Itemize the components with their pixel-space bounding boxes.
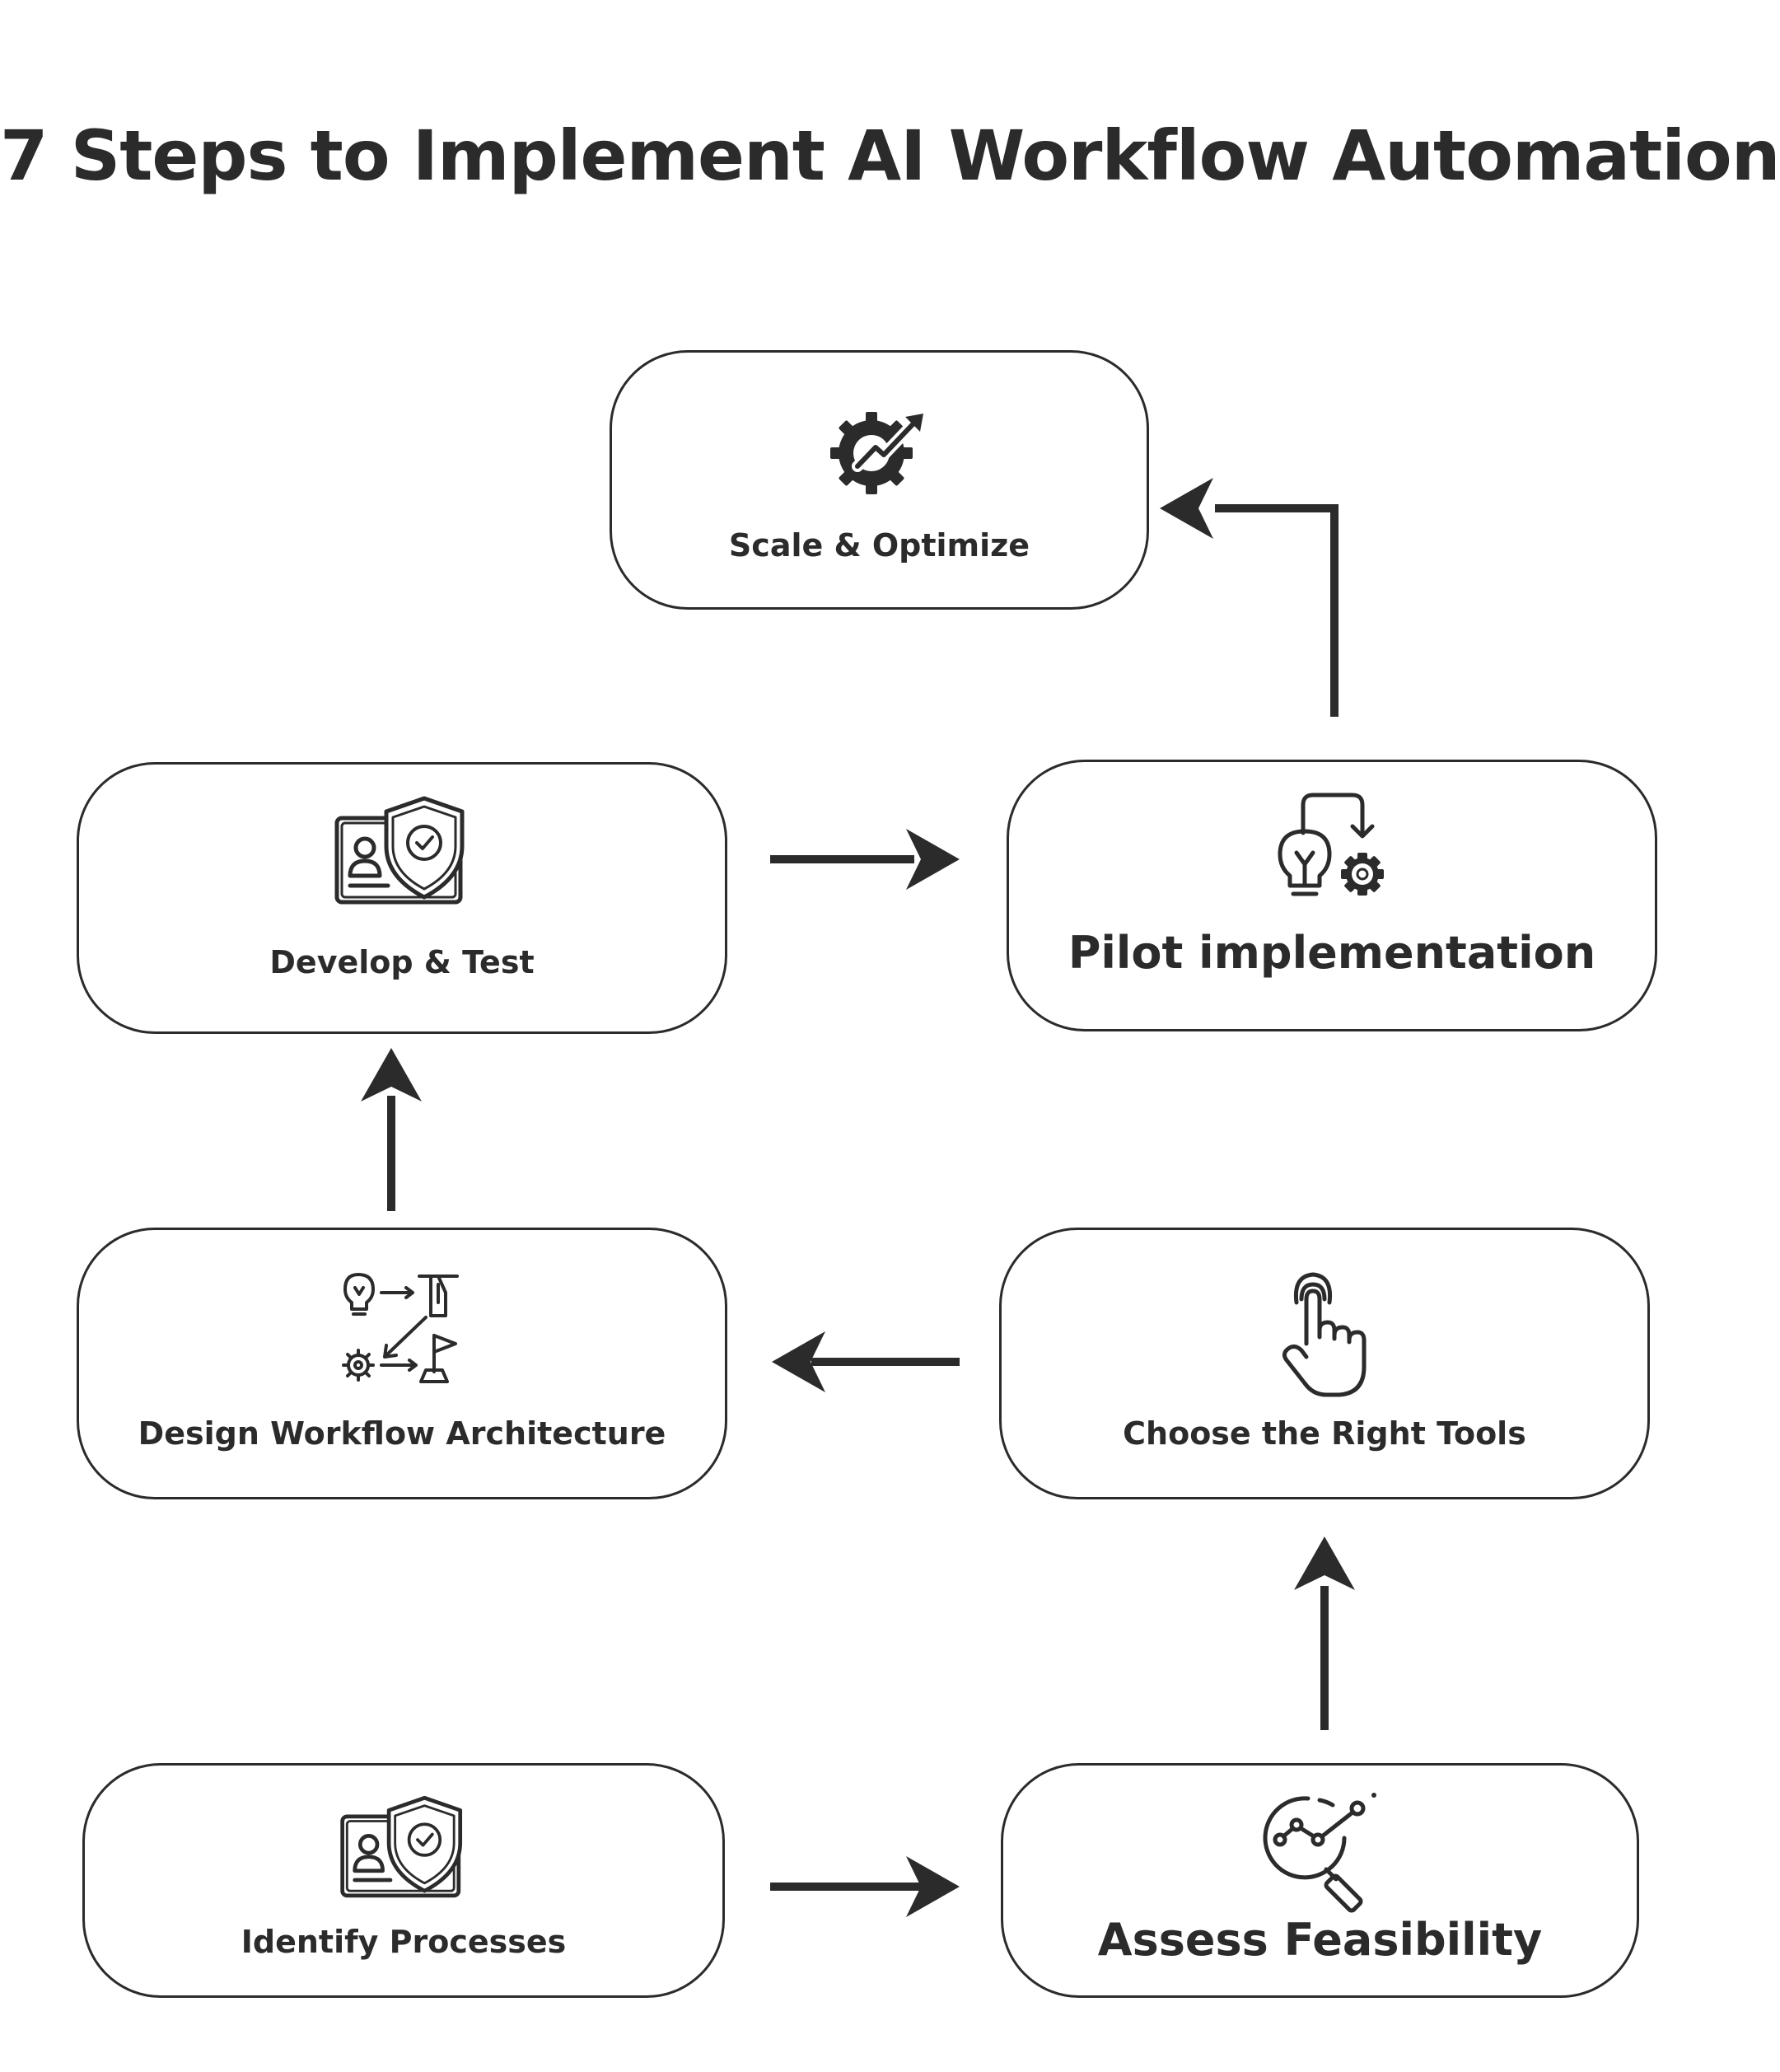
step-label: Choose the Right Tools [1123,1415,1526,1452]
arrowhead-right-top [906,829,960,890]
step-choose-right-tools: Choose the Right Tools [999,1228,1650,1499]
step-label: Pilot implementation [1068,927,1596,979]
step-label: Develop & Test [269,944,535,980]
workflow-architecture-icon [340,1270,464,1385]
hand-pointer-icon [1275,1270,1374,1401]
step-label: Assess Feasibility [1097,1914,1543,1966]
arrowhead-up-right [1294,1536,1355,1590]
step-label: Scale & Optimize [728,527,1030,564]
step-scale-optimize: Scale & Optimize [610,350,1149,610]
flow-arrows [361,478,1355,1917]
arrowhead-right-bottom [906,1856,960,1917]
arrowhead-left-top [1160,478,1213,539]
step-label: Identify Processes [241,1924,567,1960]
step-design-workflow-architecture: Design Workflow Architecture [77,1228,727,1499]
arrow-pilot-to-scale [1215,504,1339,717]
page-title: 7 Steps to Implement AI Workflow Automat… [0,115,1780,196]
step-assess-feasibility: Assess Feasibility [1001,1763,1639,1998]
magnifier-analytics-icon [1259,1789,1382,1913]
gear-growth-icon [826,402,933,501]
step-pilot-implementation: Pilot implementation [1007,760,1657,1031]
step-develop-test: Develop & Test [77,762,727,1034]
step-identify-processes: Identify Processes [82,1763,725,1998]
arrowhead-left-middle [772,1331,825,1392]
step-label: Design Workflow Architecture [138,1415,666,1452]
id-card-shield-icon [338,1792,470,1903]
arrowhead-up-left [361,1048,422,1101]
lightbulb-gear-icon [1270,788,1394,904]
id-card-shield-icon [332,793,472,909]
